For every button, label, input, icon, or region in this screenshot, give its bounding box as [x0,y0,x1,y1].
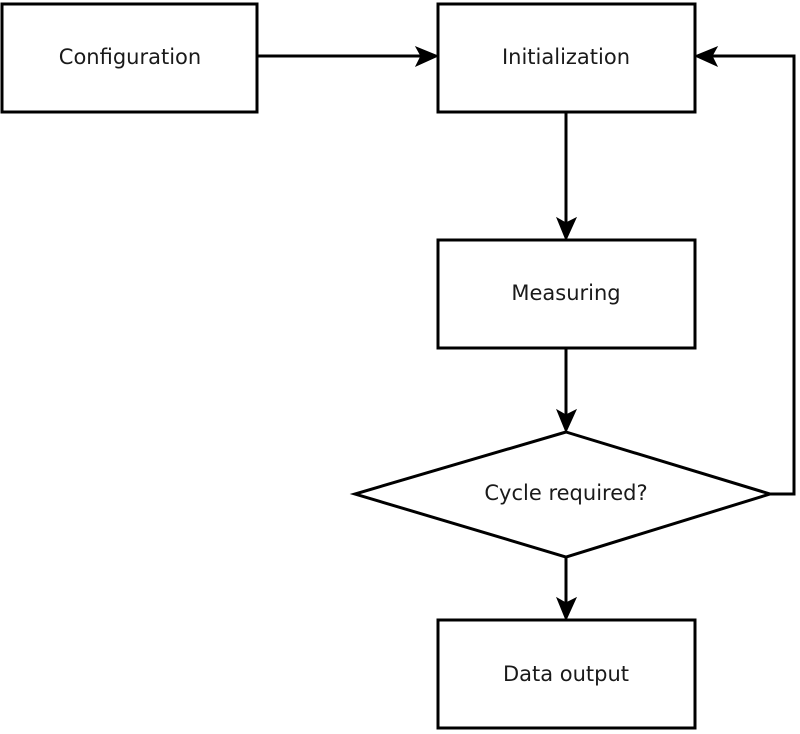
node-cycle-required-label: Cycle required? [484,481,647,505]
edge-group [257,45,796,622]
node-data-output-box[interactable] [436,618,697,730]
node-data-output-label: Data output [503,662,629,686]
arrowhead-icon [555,216,578,242]
edge-cycle-required-to-initialization [693,45,796,496]
node-group: Configuration Initialization Measuring C… [0,2,776,730]
node-measuring-label: Measuring [511,281,620,305]
edge-line-feedback-loop [707,54,796,496]
node-initialization-box[interactable] [436,2,697,114]
node-initialization-label: Initialization [502,45,630,69]
node-data-output[interactable]: Data output [436,618,697,730]
node-cycle-required[interactable]: Cycle required? [349,430,776,559]
node-configuration-box[interactable] [0,2,259,114]
arrowhead-icon [693,45,719,68]
node-configuration-label: Configuration [59,45,201,69]
node-initialization[interactable]: Initialization [436,2,697,114]
node-measuring-box[interactable] [436,238,697,350]
node-cycle-required-diamond[interactable] [349,430,776,559]
edge-initialization-to-measuring [555,112,578,242]
arrowhead-icon [414,45,440,68]
edge-cycle-required-to-data-output [555,557,578,622]
node-measuring[interactable]: Measuring [436,238,697,350]
arrowhead-icon [555,408,578,434]
edge-measuring-to-cycle-required [555,348,578,434]
node-configuration[interactable]: Configuration [0,2,259,114]
arrowhead-icon [555,596,578,622]
edge-configuration-to-initialization [257,45,440,68]
